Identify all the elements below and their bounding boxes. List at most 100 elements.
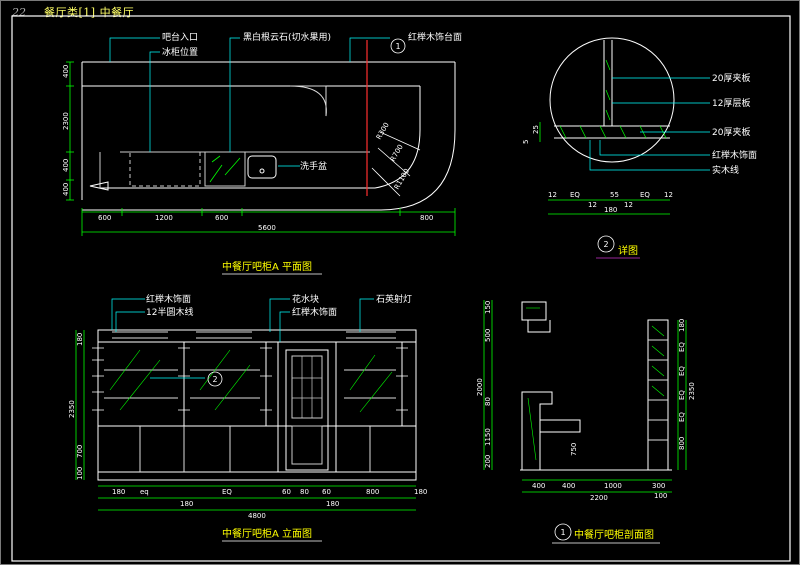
section-dim-right-4: EQ [678, 412, 686, 422]
plan-callout-circle [390, 38, 406, 54]
elevation-dim-overall: 4800 [248, 512, 266, 520]
plan-dim-left-1: 2300 [62, 112, 70, 130]
detail-label-texts: 20厚夹板 12厚层板 20厚夹板 红榉木饰面 实木线 [712, 72, 757, 176]
section-dim-bottom-3: 300 [652, 482, 665, 490]
elevation-dim-bottom2-0: 180 [180, 500, 193, 508]
elevation-dim-bottom-4: 80 [300, 488, 309, 496]
detail-label-3: 红榉木饰面 [712, 149, 757, 161]
detail-dim-bottom2-1: 180 [604, 206, 617, 214]
plan-radius-1: R700 [389, 143, 405, 163]
elevation-dim-bottom-7: 180 [414, 488, 427, 496]
plan-dim-bottom-2: 600 [215, 214, 228, 222]
section-dim-right-0: 180 [678, 319, 686, 332]
plan-radius-2: R1100 [393, 167, 411, 191]
section-dimensions [483, 300, 687, 493]
section-dim-right-5: 800 [678, 437, 686, 450]
detail-dim-bottom-4: 12 [664, 191, 673, 199]
plan-view [81, 40, 456, 211]
section-dim-left-5: 200 [484, 455, 492, 468]
detail-dim-left-1: 25 [532, 125, 540, 134]
section-caption: 中餐厅吧柜剖面图 [574, 528, 654, 541]
section-dim-left-4: 1150 [484, 428, 492, 446]
elevation-dimensions [75, 330, 416, 511]
plan-dim-bottom-3: 800 [420, 214, 433, 222]
elevation-dim-left-2: 700 [76, 445, 84, 458]
elevation-dim-bottom-0: 180 [112, 488, 125, 496]
section-dim-left-1: 500 [484, 329, 492, 342]
detail-callout-circle [597, 235, 615, 253]
plan-label-woodtop: 红榉木饰台面 [408, 31, 462, 43]
elevation-leaders [111, 298, 374, 379]
elevation-label-left-1: 12半圆木线 [146, 306, 193, 318]
plan-dim-left-0: 400 [62, 65, 70, 78]
elevation-label-mid-1: 红榉木饰面 [292, 306, 337, 318]
elevation-dim-bottom-5: 60 [322, 488, 331, 496]
elevation-callout-circle [207, 371, 223, 387]
detail-label-2: 20厚夹板 [712, 126, 750, 138]
detail-caption: 详图 [618, 244, 638, 257]
detail-callout-number: 2 [603, 240, 608, 249]
plan-dimensions [66, 61, 456, 236]
section-view [520, 301, 672, 471]
detail-label-1: 12厚层板 [712, 97, 750, 109]
section-dim-bottom-2: 1000 [604, 482, 622, 490]
section-dim-right-3: EQ [678, 390, 686, 400]
elevation-dim-bottom-3: 60 [282, 488, 291, 496]
section-dim-right-6: 2350 [688, 382, 696, 400]
plan-dim-left-2: 400 [62, 159, 70, 172]
section-dim-mid-0: 750 [570, 443, 578, 456]
section-dim-left-0: 150 [484, 301, 492, 314]
detail-label-4: 实木线 [712, 164, 739, 176]
elevation-label-texts: 红榉木饰面 12半圆木线 花水块 红榉木饰面 石英射灯 [146, 293, 412, 318]
elevation-caption: 中餐厅吧柜A 立面图 [222, 527, 312, 540]
section-dim-overall: 2200 [590, 494, 608, 502]
section-dim-right-2: EQ [678, 366, 686, 376]
elevation-dim-bottom-2: EQ [222, 488, 232, 496]
detail-dim-bottom-2: 55 [610, 191, 619, 199]
elevation-dim-texts: 180 2350 700 100 180 eq EQ 60 80 60 800 … [68, 333, 427, 520]
detail-view [549, 37, 675, 163]
elevation-dim-bottom2-1: 180 [326, 500, 339, 508]
drawing-frame [11, 15, 791, 562]
elevation-dim-bottom-1: eq [140, 488, 149, 496]
plan-dim-texts: 600 1200 600 800 5600 400 2300 400 400 R… [62, 65, 433, 232]
plan-leaders [109, 37, 390, 167]
detail-dim-bottom2-0: 12 [588, 201, 597, 209]
plan-callout-number: 1 [395, 42, 400, 51]
plan-label-countertop: 黑白根云石(切水果用) [243, 31, 331, 43]
elevation-dim-bottom-6: 800 [366, 488, 379, 496]
detail-dimensions [539, 122, 670, 215]
plan-radius-0: R300 [375, 121, 391, 141]
plan-label-entrance: 吧台入口 [162, 31, 198, 43]
detail-dim-bottom-3: EQ [640, 191, 650, 199]
section-dim-right-1: EQ [678, 342, 686, 352]
plan-dim-bottom-1: 1200 [155, 214, 173, 222]
detail-dim-bottom2-2: 12 [624, 201, 633, 209]
detail-label-0: 20厚夹板 [712, 72, 750, 84]
detail-dim-bottom-1: EQ [570, 191, 580, 199]
section-dim-bottom-0: 400 [532, 482, 545, 490]
detail-dim-bottom-0: 12 [548, 191, 557, 199]
elevation-dim-left-1: 2350 [68, 400, 76, 418]
detail-dim-texts: 5 25 12 EQ 55 EQ 12 12 180 12 [522, 125, 673, 214]
plan-label-sink: 洗手盆 [300, 160, 327, 172]
plan-label-fridge: 冰柜位置 [162, 46, 198, 58]
plan-dim-overall: 5600 [258, 224, 276, 232]
section-callout-number: 1 [560, 528, 565, 537]
section-dim-bottom2-0: 100 [654, 492, 667, 500]
plan-dim-left-3: 400 [62, 183, 70, 196]
detail-leaders [589, 77, 710, 171]
section-dim-left-2: 2000 [476, 378, 484, 396]
elevation-callout-number: 2 [212, 375, 217, 384]
elevation-dim-left-3: 100 [76, 467, 84, 480]
plan-dim-bottom-0: 600 [98, 214, 111, 222]
section-callout-circle [554, 523, 572, 541]
elevation-dim-left-0: 180 [76, 333, 84, 346]
section-dim-texts: 150 500 2000 80 1150 200 180 EQ EQ EQ EQ… [476, 301, 696, 502]
elevation-view [92, 329, 417, 481]
elevation-label-mid-0: 花水块 [292, 293, 319, 305]
detail-dim-left-0: 5 [522, 140, 530, 144]
plan-caption: 中餐厅吧柜A 平面图 [222, 260, 312, 273]
section-dim-bottom-1: 400 [562, 482, 575, 490]
